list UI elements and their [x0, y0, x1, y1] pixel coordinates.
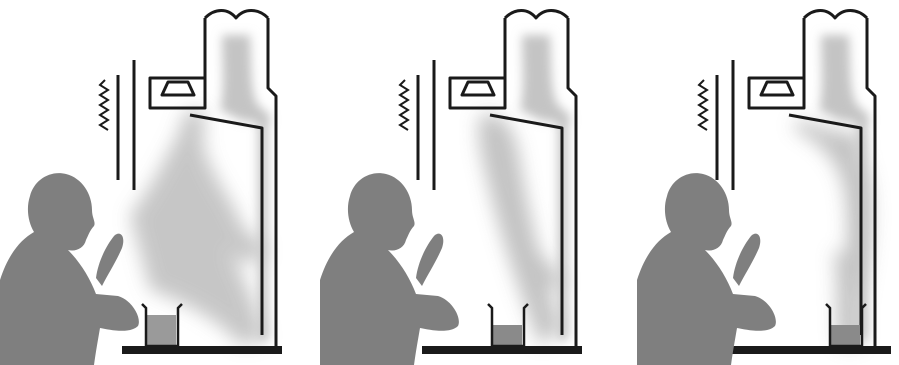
light-fixture: [761, 82, 793, 95]
light-fixture: [162, 82, 194, 95]
duct-top-ring: [505, 11, 568, 19]
panel-airflow-spread: [0, 0, 300, 365]
panel-airflow-rising: [300, 0, 600, 365]
beaker: [142, 304, 182, 346]
person-hand-raised: [416, 234, 443, 286]
person-silhouette: [0, 173, 139, 365]
person-hand-raised: [733, 234, 760, 286]
light-fixture: [462, 82, 494, 95]
work-surface: [721, 346, 891, 354]
duct-top-ring: [804, 11, 867, 19]
sash-spring: [100, 80, 108, 130]
person-silhouette: [637, 173, 776, 365]
panel-airflow-contained: [599, 0, 899, 365]
sash-spring: [699, 80, 707, 130]
sash-spring: [400, 80, 408, 130]
duct-top-ring: [205, 11, 268, 19]
airflow-plume: [130, 110, 265, 345]
beaker: [488, 304, 528, 346]
person-hand-raised: [96, 234, 123, 286]
person-silhouette: [320, 173, 459, 365]
